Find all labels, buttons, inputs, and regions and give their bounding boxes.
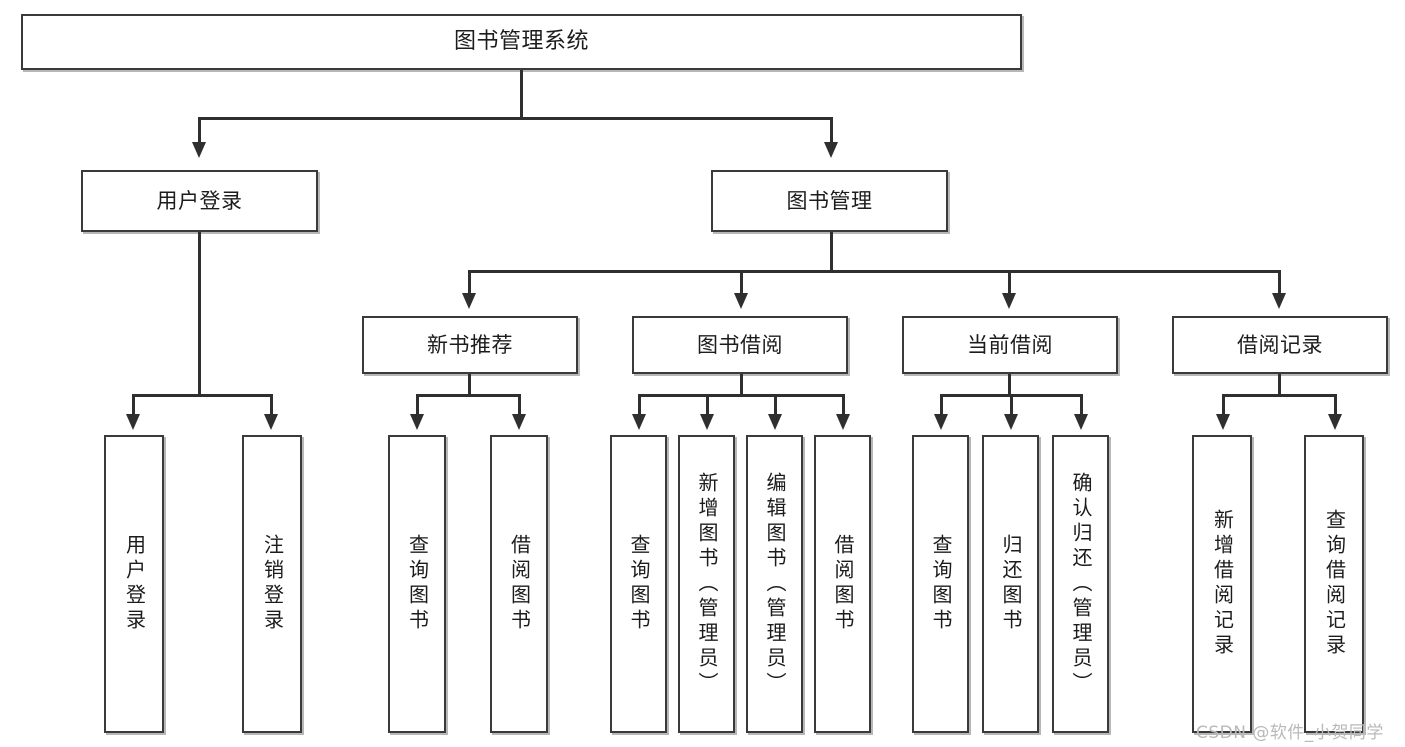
connector-borrow-record-bus xyxy=(1222,394,1336,397)
node-label: 用户登录 xyxy=(122,534,147,634)
node-label: 查询图书 xyxy=(627,534,651,634)
connector-book-borrow-drop-3 xyxy=(774,394,777,416)
leaf-node-query-book-2[interactable]: 查询图书 xyxy=(610,435,667,733)
connector-to-borrow-record xyxy=(1278,270,1281,295)
connector-new-book-bus xyxy=(416,394,520,397)
arrowhead-leaf-add-record xyxy=(1216,414,1230,430)
arrowhead-book-borrow xyxy=(734,293,748,309)
arrowhead-leaf-query-book-3 xyxy=(934,414,948,430)
connector-current-borrow-stem xyxy=(1008,374,1011,396)
node-label: 图书借阅 xyxy=(697,332,783,357)
connector-current-borrow-drop-3 xyxy=(1080,394,1083,416)
watermark-text: CSDN @软件_小贺同学 xyxy=(1196,723,1384,743)
arrowhead-book-management xyxy=(824,142,838,158)
connector-new-book-drop-1 xyxy=(416,394,419,416)
node-label: 图书管理 xyxy=(786,188,873,213)
node-label: 借阅图书 xyxy=(507,534,532,634)
connector-borrow-record-drop-2 xyxy=(1334,394,1337,416)
connector-current-borrow-drop-1 xyxy=(940,394,943,416)
node-book-management[interactable]: 图书管理 xyxy=(711,170,948,232)
connector-user-login-drop-2 xyxy=(270,394,273,416)
node-label: 查询图书 xyxy=(929,534,953,634)
node-label: 确认归还（管理员） xyxy=(1069,471,1093,697)
arrowhead-leaf-query-record xyxy=(1328,414,1342,430)
connector-new-book-stem xyxy=(468,374,471,396)
node-label: 查询图书 xyxy=(405,534,430,634)
arrowhead-leaf-edit-book xyxy=(768,414,782,430)
connector-to-book-management xyxy=(830,117,833,144)
node-label: 当前借阅 xyxy=(967,332,1053,357)
node-label: 图书管理系统 xyxy=(453,29,589,55)
node-label: 借阅图书 xyxy=(831,534,855,634)
arrowhead-leaf-confirm-return xyxy=(1074,414,1088,430)
connector-borrow-record-stem xyxy=(1278,374,1281,396)
leaf-node-user-logout[interactable]: 注销登录 xyxy=(242,435,302,733)
leaf-node-edit-book[interactable]: 编辑图书（管理员） xyxy=(746,435,803,733)
leaf-node-query-book-1[interactable]: 查询图书 xyxy=(388,435,446,733)
leaf-node-add-book[interactable]: 新增图书（管理员） xyxy=(678,435,735,733)
node-label: 新书推荐 xyxy=(427,332,513,357)
leaf-node-query-book-3[interactable]: 查询图书 xyxy=(912,435,969,733)
node-label: 借阅记录 xyxy=(1237,332,1323,357)
node-label: 查询借阅记录 xyxy=(1322,509,1347,659)
connector-user-login-stem xyxy=(198,232,201,396)
node-label: 注销登录 xyxy=(260,534,285,634)
connector-to-book-borrow xyxy=(740,270,743,295)
arrowhead-leaf-user-login xyxy=(126,414,140,430)
connector-level1-bus xyxy=(198,117,832,120)
leaf-node-add-record[interactable]: 新增借阅记录 xyxy=(1192,435,1252,733)
connector-to-current-borrow xyxy=(1008,270,1011,295)
leaf-node-query-record[interactable]: 查询借阅记录 xyxy=(1304,435,1364,733)
node-current-borrow[interactable]: 当前借阅 xyxy=(902,316,1118,374)
connector-book-borrow-drop-4 xyxy=(842,394,845,416)
arrowhead-leaf-return-book xyxy=(1004,414,1018,430)
leaf-node-confirm-return[interactable]: 确认归还（管理员） xyxy=(1052,435,1109,733)
connector-book-borrow-drop-1 xyxy=(638,394,641,416)
connector-book-borrow-drop-2 xyxy=(706,394,709,416)
node-borrow-record[interactable]: 借阅记录 xyxy=(1172,316,1388,374)
leaf-node-return-book[interactable]: 归还图书 xyxy=(982,435,1039,733)
connector-user-login-bus xyxy=(132,394,272,397)
node-label: 归还图书 xyxy=(999,534,1023,634)
node-root-system[interactable]: 图书管理系统 xyxy=(21,14,1022,70)
arrowhead-current-borrow xyxy=(1002,293,1016,309)
connector-to-user-login xyxy=(198,117,201,144)
leaf-node-borrow-book-1[interactable]: 借阅图书 xyxy=(490,435,548,733)
connector-new-book-drop-2 xyxy=(518,394,521,416)
connector-book-management-stem xyxy=(830,232,833,272)
arrowhead-leaf-borrow-book-1 xyxy=(512,414,526,430)
arrowhead-leaf-borrow-book-2 xyxy=(836,414,850,430)
connector-root-stem xyxy=(520,70,523,118)
arrowhead-leaf-user-logout xyxy=(264,414,278,430)
arrowhead-leaf-add-book xyxy=(700,414,714,430)
connector-borrow-record-drop-1 xyxy=(1222,394,1225,416)
node-user-login[interactable]: 用户登录 xyxy=(81,170,318,232)
arrowhead-leaf-query-book-1 xyxy=(410,414,424,430)
arrowhead-user-login xyxy=(192,142,206,158)
leaf-node-borrow-book-2[interactable]: 借阅图书 xyxy=(814,435,871,733)
connector-book-borrow-stem xyxy=(740,374,743,396)
node-label: 编辑图书（管理员） xyxy=(763,471,787,697)
node-label: 用户登录 xyxy=(156,188,243,213)
arrowhead-new-book-recommend xyxy=(462,293,476,309)
connector-level2-bus xyxy=(468,270,1280,273)
leaf-node-user-login[interactable]: 用户登录 xyxy=(104,435,164,733)
node-new-book-recommend[interactable]: 新书推荐 xyxy=(362,316,578,374)
node-book-borrow[interactable]: 图书借阅 xyxy=(632,316,848,374)
connector-current-borrow-drop-2 xyxy=(1010,394,1013,416)
arrowhead-leaf-query-book-2 xyxy=(632,414,646,430)
node-label: 新增图书（管理员） xyxy=(695,471,719,697)
node-label: 新增借阅记录 xyxy=(1210,509,1235,659)
connector-book-borrow-bus xyxy=(638,394,844,397)
connector-user-login-drop-1 xyxy=(132,394,135,416)
arrowhead-borrow-record xyxy=(1272,293,1286,309)
connector-to-new-book-recommend xyxy=(468,270,471,295)
